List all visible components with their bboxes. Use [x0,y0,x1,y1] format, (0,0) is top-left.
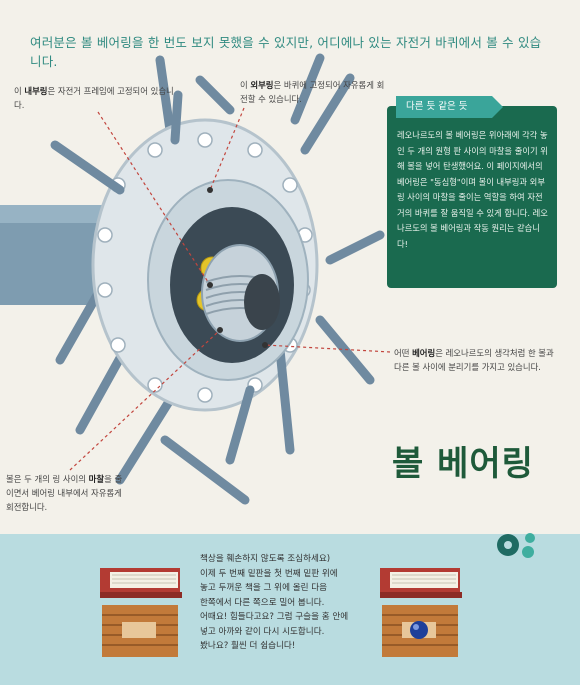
intro-text: 여러분은 볼 베어링을 한 번도 보지 못했을 수 있지만, 어디에나 있는 자… [30,35,542,69]
inner-ring-callout: 이 내부링은 자전거 프레임에 고정되어 있습니다. [14,86,174,110]
experiment-line: 한쪽에서 다른 쪽으로 밀어 봅니다. [200,597,325,608]
info-box: 레오나르도의 볼 베어링은 위아래에 각각 놓인 두 개의 원형 판 사이의 마… [387,106,557,288]
experiment-line: 어때요! 힘들다고요? 그럼 구슬을 홈 안에 [200,612,349,622]
experiment-line: 놓고 두꺼운 책을 그 위에 올린 다음 [200,583,328,593]
experiment-line: 봤나요? 훨씬 더 쉽습니다! [200,641,296,651]
experiment-band [0,534,580,685]
info-box-body: 레오나르도의 볼 베어링은 위아래에 각각 놓인 두 개의 원형 판 사이의 마… [397,130,548,249]
info-box-tag: 다른 듯 같은 듯 [396,96,503,118]
book-on-block-left [100,568,182,657]
book-on-block-right [380,568,462,657]
balls-callout: 볼은 두 개의 링 사이의 마찰을 줄이면서 베어링 내부에서 자유롭게 회전합… [6,474,123,512]
separator-callout: 어떤 베어링은 레오나르도의 생각처럼 한 볼과 다른 볼 사이에 분리기를 가… [394,348,554,372]
experiment-line: 넣고 아까와 같이 다시 시도합니다. [200,626,325,637]
experiment-line: 이제 두 번째 밑판을 첫 번째 밑판 위에 [200,568,338,579]
outer-ring-callout: 이 외부링은 바퀴에 고정되어 자유롭게 회전할 수 있습니다. [240,80,385,104]
experiment-line: 책상을 훼손하지 않도록 조심하세요) [200,554,331,564]
page-title: 볼 베어링 [392,444,534,484]
gear-icon [497,533,535,558]
experiment-text: 책상을 훼손하지 않도록 조심하세요) 이제 두 번째 밑판을 첫 번째 밑판 … [200,552,390,654]
